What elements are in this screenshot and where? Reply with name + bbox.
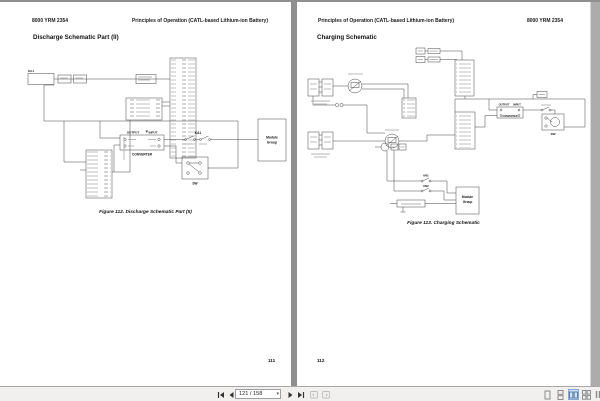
page-number: 111 [268,358,276,363]
page-number: 112 [317,358,325,363]
continuous-pages-icon [557,389,564,400]
next-page-icon [288,391,292,398]
section-title: Charging Schematic [317,34,377,41]
page-header-left: 8000 YRM 2354 [32,18,69,24]
input-label: INPUT [149,131,158,135]
charging-schematic-drawing: OUTPUT INPUT CONVERTER SW KM1 KM2 Module… [307,47,586,215]
document-page-112: Principles of Operation (CATL-based Lith… [297,2,590,386]
two-page-view-button[interactable] [568,389,579,400]
output-label: OUTPUT [499,103,510,107]
continuous-view-button[interactable] [555,389,566,400]
sw-label: SW [551,132,556,136]
two-page-icon [569,391,578,398]
two-page-continuous-view-button[interactable] [581,389,592,400]
module-group-label-line2: Group [463,200,473,204]
page-number-input[interactable]: 121 / 158 ▾ [235,389,281,399]
figure-caption: Figure 112. Discharge Schematic Part (II… [99,210,192,215]
ka1-relay-label: KA1 [195,131,202,135]
previous-page-icon [229,391,233,398]
km1-relay-label: KM1 [423,174,429,178]
page-header-left: Principles of Operation (CATL-based Lith… [318,18,455,24]
chevron-down-icon[interactable]: ▾ [276,391,279,397]
converter-label: CONVERTER [502,115,517,118]
clipped-toolbar-button[interactable] [595,390,600,399]
next-view-button[interactable] [321,390,331,399]
figure-caption: Figure 113. Charging Schematic [407,221,480,226]
document-page-111: 8000 YRM 2354 Principles of Operation (C… [0,2,291,386]
page-header-right: Principles of Operation (CATL-based Lith… [131,18,268,24]
clipped-toolbar-icon [595,391,600,398]
two-page-continuous-icon [582,389,591,400]
converter-label: CONVERTER [132,153,153,157]
single-page-icon [544,390,551,399]
page-indicator-value: 121 / 158 [239,391,263,397]
output-label: OUTPUT [127,131,140,135]
km2-relay-label: KM2 [423,184,429,188]
sw-label: SW [192,182,197,186]
section-title: Discharge Schematic Part (II) [33,34,119,41]
viewer-bottom-toolbar: 121 / 158 ▾ [0,386,600,401]
window-top-edge [0,0,600,2]
last-page-button[interactable] [296,390,305,399]
previous-page-button[interactable] [226,390,235,399]
previous-view-icon [310,391,318,399]
single-page-view-button[interactable] [542,389,553,400]
module-group-label-line1: Module [266,136,278,140]
first-page-icon [217,391,224,398]
first-page-button[interactable] [216,390,225,399]
page-header-right: 8000 YRM 2354 [526,18,563,24]
discharge-schematic-drawing: KA1 OUTPUT INPUT CONVERTER KA1 SW Module… [27,57,287,199]
last-page-icon [297,391,304,398]
previous-view-button[interactable] [309,390,319,399]
module-group-label-line2: Group [267,141,277,145]
page-gap-divider [291,2,297,386]
next-page-button[interactable] [286,390,295,399]
ka1-connector-label: KA1 [28,69,34,73]
viewer-right-gutter [590,2,600,386]
module-group-label-line1: Module [462,195,473,199]
next-view-icon [322,391,330,399]
input-label: INPUT [513,103,521,107]
